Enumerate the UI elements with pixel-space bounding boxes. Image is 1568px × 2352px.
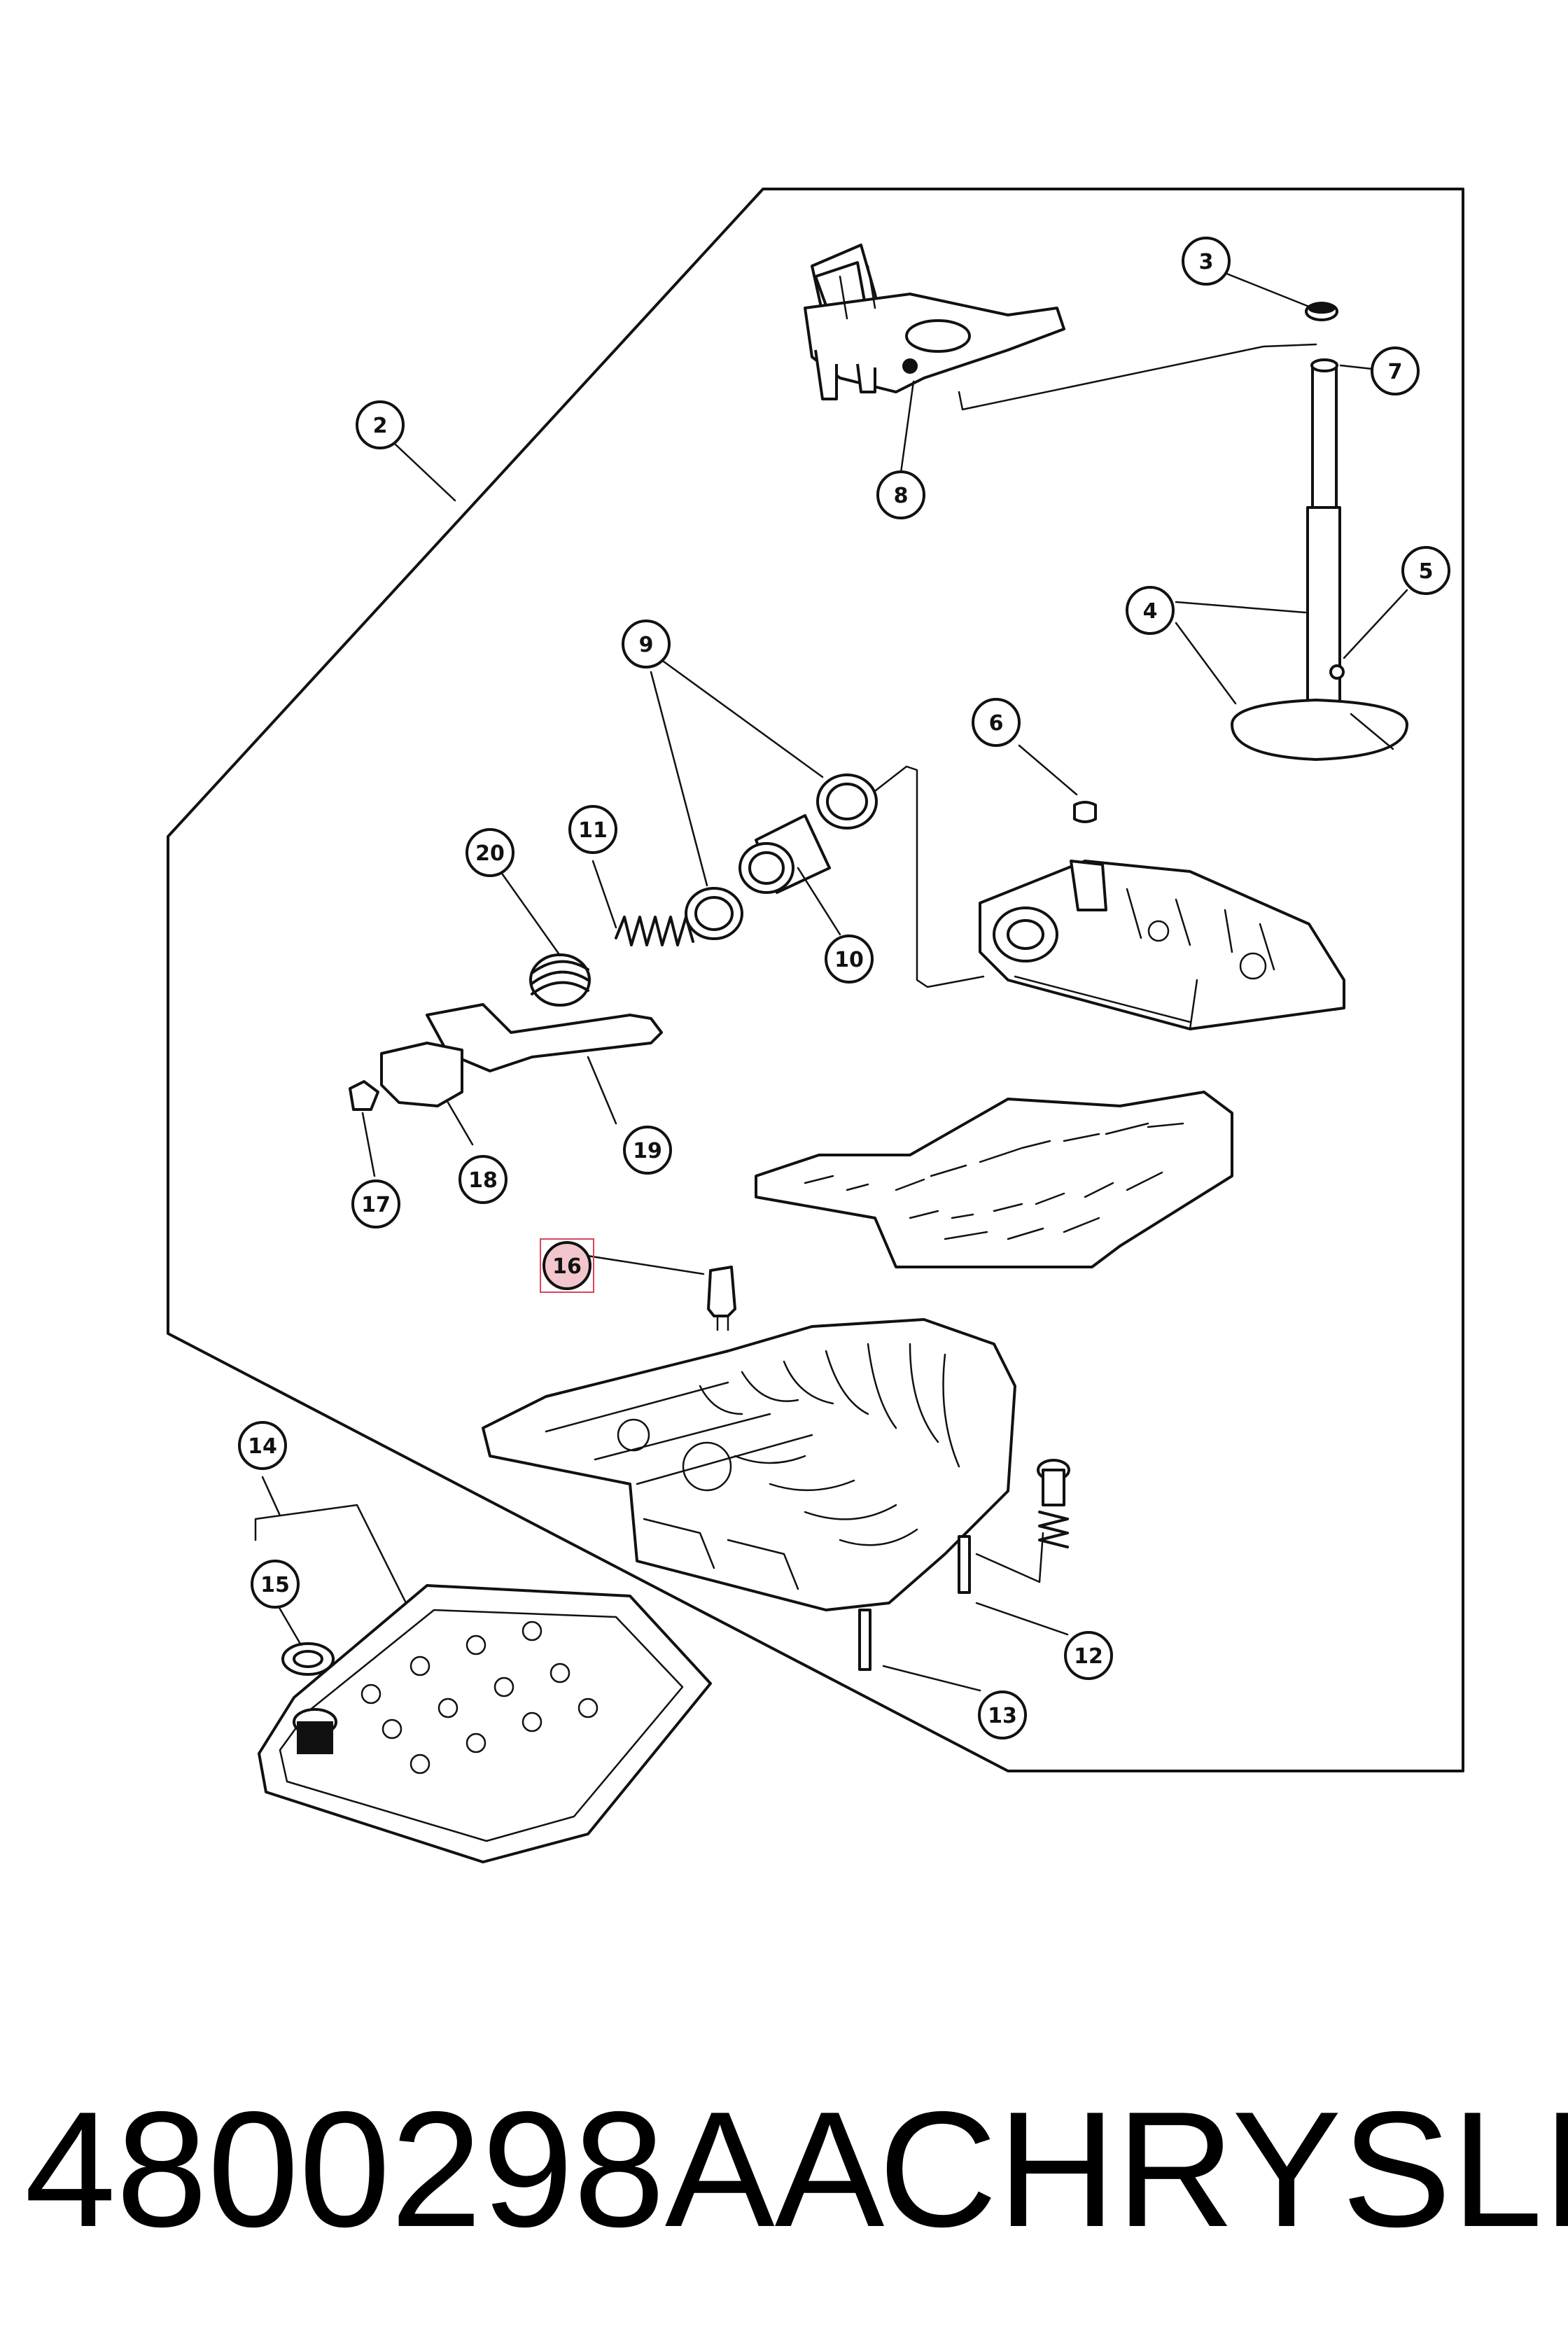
- link-line-8-7: [958, 343, 1317, 411]
- callout-label: 17: [361, 1193, 391, 1217]
- callout-label: 2: [373, 414, 388, 438]
- callout-circle: [356, 400, 405, 449]
- upper-valve-body: [979, 860, 1345, 1030]
- part-10-sleeve: [738, 814, 831, 894]
- brand-caption: CHRYSLER: [878, 2077, 1568, 2261]
- callout-label: 6: [989, 711, 1004, 736]
- callout-circle: [972, 698, 1021, 747]
- callout-label: 19: [633, 1139, 662, 1163]
- callout-18: 18: [458, 1155, 507, 1204]
- callout-6: 6: [972, 698, 1021, 747]
- callout-label: 11: [578, 818, 608, 843]
- callout-circle: [251, 1560, 300, 1609]
- callout-circle: [542, 1241, 592, 1290]
- callout-10: 10: [825, 934, 874, 983]
- callout-16: 16: [540, 1238, 594, 1293]
- callout-9: 9: [622, 620, 671, 668]
- part-11-spring: [615, 916, 694, 946]
- callout-label: 10: [834, 948, 864, 972]
- callout-17: 17: [351, 1180, 400, 1228]
- callout-3: 3: [1182, 237, 1231, 286]
- leader-lines: [254, 270, 1408, 1692]
- link-line-bushing-body: [874, 765, 985, 988]
- callout-label: 12: [1074, 1644, 1103, 1669]
- callout-circle: [238, 1421, 287, 1470]
- callout-layer: 2 3 4 5 6 7 8 9 10 11 12 13 14 15 16 17 18 19 20: [238, 237, 1450, 1740]
- part-19-lever: [426, 1003, 663, 1072]
- callout-5: 5: [1401, 546, 1450, 595]
- callout-label: 20: [475, 841, 505, 866]
- part-20-spring: [529, 953, 591, 1007]
- part-16-insert: [707, 1266, 736, 1317]
- callout-8: 8: [876, 470, 925, 519]
- callout-circle: [978, 1690, 1027, 1740]
- callout-15: 15: [251, 1560, 300, 1609]
- part-number-caption: 4800298AA: [24, 2077, 885, 2261]
- callout-19: 19: [623, 1126, 672, 1175]
- callout-circle: [622, 620, 671, 668]
- part-15-seal: [281, 1642, 337, 1754]
- callout-2: 2: [356, 400, 405, 449]
- callout-label: 15: [260, 1573, 290, 1597]
- callout-14: 14: [238, 1421, 287, 1470]
- callout-highlight-box: [540, 1238, 594, 1293]
- callout-circle: [1064, 1631, 1113, 1680]
- callout-7: 7: [1371, 346, 1420, 396]
- callout-circle: [1182, 237, 1231, 286]
- callout-20: 20: [465, 828, 514, 877]
- lower-valve-body: [482, 1318, 1016, 1611]
- callout-circle: [1126, 586, 1175, 635]
- part-12-accumulator: [1037, 1459, 1070, 1548]
- callout-circle: [568, 805, 617, 854]
- callout-label: 13: [988, 1704, 1017, 1728]
- callout-label: 3: [1199, 250, 1214, 274]
- part-9-bushings: [685, 774, 878, 940]
- callout-circle: [351, 1180, 400, 1228]
- callout-label: 8: [894, 484, 909, 508]
- callout-circle: [458, 1155, 507, 1204]
- callout-13: 13: [978, 1690, 1027, 1740]
- assembly-boundary: [167, 188, 1464, 1772]
- callout-label: 4: [1143, 599, 1158, 624]
- callout-circle: [623, 1126, 672, 1175]
- callout-label: 16: [552, 1254, 582, 1279]
- part-13-bolt: [858, 1609, 872, 1671]
- part-8-sensor-bracket: [804, 244, 1065, 400]
- callout-12: 12: [1064, 1631, 1113, 1680]
- callout-circle: [465, 828, 514, 877]
- callout-circle: [1401, 546, 1450, 595]
- callout-circle: [1371, 346, 1420, 396]
- part-14-filter: [258, 1584, 712, 1863]
- callout-label: 7: [1388, 360, 1403, 384]
- part-6-plug: [1073, 801, 1097, 823]
- part-18-plate: [380, 1042, 463, 1107]
- callout-label: 18: [468, 1168, 498, 1193]
- part-4-shaft-assembly: [1231, 358, 1408, 761]
- callout-label: 14: [248, 1434, 277, 1459]
- part-17-pin: [349, 1080, 379, 1111]
- callout-4: 4: [1126, 586, 1175, 635]
- callout-label: 5: [1419, 559, 1434, 584]
- separator-plate: [755, 1091, 1233, 1268]
- callout-label: 9: [639, 633, 654, 657]
- callout-circle: [876, 470, 925, 519]
- callout-circle: [825, 934, 874, 983]
- callout-11: 11: [568, 805, 617, 854]
